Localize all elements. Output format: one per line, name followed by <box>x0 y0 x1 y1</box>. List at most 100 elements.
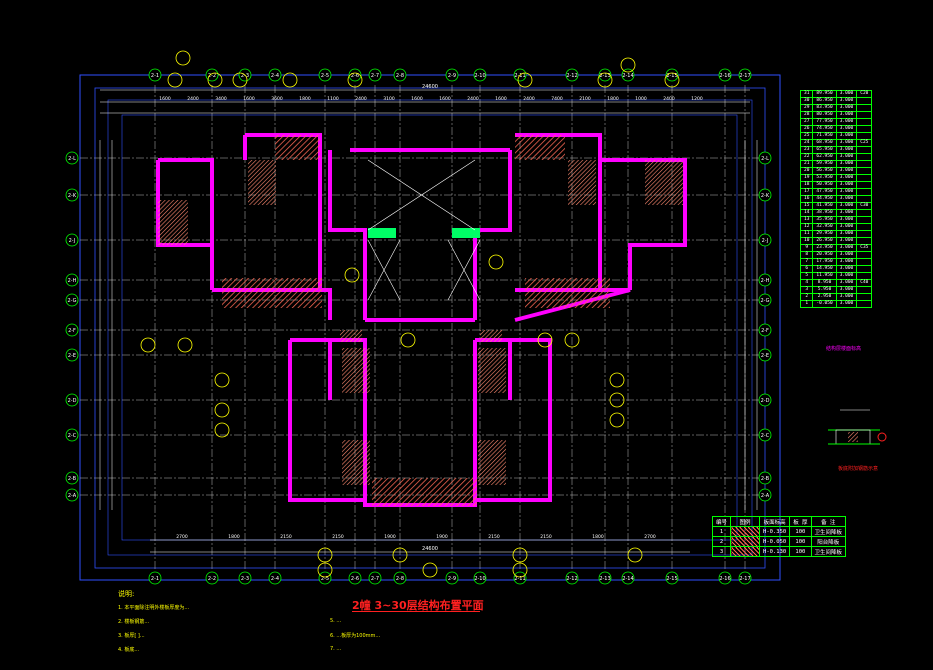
axis-label: 2-5 <box>321 73 329 79</box>
axis-bubble-left: 2-H <box>65 273 79 287</box>
floor-cell: 65.950 <box>812 146 837 154</box>
axis-bubble-top: 2-12 <box>565 68 579 82</box>
floor-cell: 2 <box>799 293 814 301</box>
floor-cell <box>856 293 873 301</box>
dimension-top: 1800 <box>299 96 311 102</box>
floor-cell: 25 <box>799 132 814 140</box>
axis-label: 2-C <box>761 433 770 439</box>
axis-label: 2-13 <box>599 73 610 79</box>
floor-cell <box>856 125 873 133</box>
dimension-top: 2400 <box>523 96 535 102</box>
axis-bubble-top: 2-17 <box>738 68 752 82</box>
legend-header-cell: 图例 <box>730 516 761 527</box>
floor-cell: C20 <box>856 90 873 98</box>
legend-cell: 卫生间降板 <box>810 546 847 557</box>
floor-cell: 3.000 <box>835 244 858 252</box>
floor-cell <box>856 237 873 245</box>
floor-cell: 53.950 <box>812 174 837 182</box>
axis-label: 2-L <box>68 156 76 162</box>
note-1: 1. 本平面除注明外楼板厚度为... <box>118 605 190 611</box>
axis-bubble-right: 2-L <box>758 151 772 165</box>
elevator-slabs <box>367 159 481 301</box>
floor-cell: 38.950 <box>812 209 837 217</box>
dimension-top: 1600 <box>411 96 423 102</box>
axis-bubble-top: 2-2 <box>205 68 219 82</box>
axis-label: 2-C <box>68 433 77 439</box>
notes-heading: 说明: <box>118 590 135 598</box>
dimension-top: 1600 <box>243 96 255 102</box>
floor-cell: 8.950 <box>812 279 837 287</box>
axis-label: 2-17 <box>739 73 750 79</box>
floor-cell: 19 <box>799 174 814 182</box>
floor-cell: 20.950 <box>812 251 837 259</box>
floor-cell <box>856 216 873 224</box>
dimension-bottom: 1900 <box>384 534 396 540</box>
axis-bubble-top: 2-5 <box>318 68 332 82</box>
floor-cell: 9 <box>799 244 814 252</box>
floor-cell <box>856 132 873 140</box>
axis-bubble-left: 2-D <box>65 393 79 407</box>
floor-cell: 74.950 <box>812 125 837 133</box>
floor-cell: 50.950 <box>812 181 837 189</box>
dimension-top: 2400 <box>663 96 675 102</box>
axis-bubble-left: 2-L <box>65 151 79 165</box>
dimension-bottom: 1800 <box>228 534 240 540</box>
axis-label: 2-1 <box>151 576 159 582</box>
axis-bubble-right: 2-H <box>758 273 772 287</box>
floor-cell <box>856 265 873 273</box>
axis-bubble-top: 2-8 <box>393 68 407 82</box>
axis-bubble-right: 2-E <box>758 348 772 362</box>
section-markers <box>140 50 680 578</box>
axis-label: 2-6 <box>351 576 359 582</box>
floor-cell: 3.000 <box>835 139 858 147</box>
legend-cell: 100 <box>789 546 812 557</box>
floor-cell: 5.950 <box>812 286 837 294</box>
axis-label: 2-14 <box>622 73 633 79</box>
dimension-total-bottom: 24600 <box>422 546 438 552</box>
axis-bubble-right: 2-J <box>758 233 772 247</box>
floor-cell: 3.000 <box>835 230 858 238</box>
dimension-top: 1600 <box>495 96 507 102</box>
floor-cell <box>856 146 873 154</box>
floor-cell: 3.000 <box>835 160 858 168</box>
axis-label: 2-9 <box>448 73 456 79</box>
axis-bubble-top: 2-1 <box>148 68 162 82</box>
axis-bubble-bottom: 2-10 <box>473 571 487 585</box>
axis-label: 2-16 <box>719 576 730 582</box>
floor-cell: 3.000 <box>835 216 858 224</box>
axis-label: 2-4 <box>271 73 279 79</box>
axis-bubble-top: 2-7 <box>368 68 382 82</box>
axis-label: 2-8 <box>396 576 404 582</box>
floor-cell: 77.950 <box>812 118 837 126</box>
dimension-top: 7400 <box>551 96 563 102</box>
note-3: 3. 板厚[ ]... <box>118 633 145 639</box>
floor-cell: 3.000 <box>835 181 858 189</box>
floor-cell: C25 <box>856 139 873 147</box>
axis-label: 2-E <box>761 353 769 359</box>
floor-cell: 3.000 <box>835 202 858 210</box>
floor-cell <box>856 272 873 280</box>
floor-cell <box>856 174 873 182</box>
floor-cell: 17.950 <box>812 258 837 266</box>
floor-cell: 47.950 <box>812 188 837 196</box>
floor-cell: 3 <box>799 286 814 294</box>
dimension-top: 2400 <box>355 96 367 102</box>
axis-bubble-bottom: 2-13 <box>598 571 612 585</box>
axis-label: 2-K <box>68 193 77 199</box>
legend-header-cell: 备 注 <box>810 516 847 527</box>
legend-cell: 阳台降板 <box>810 536 847 547</box>
axis-label: 2-G <box>760 298 769 304</box>
axis-label: 2-J <box>762 238 769 244</box>
